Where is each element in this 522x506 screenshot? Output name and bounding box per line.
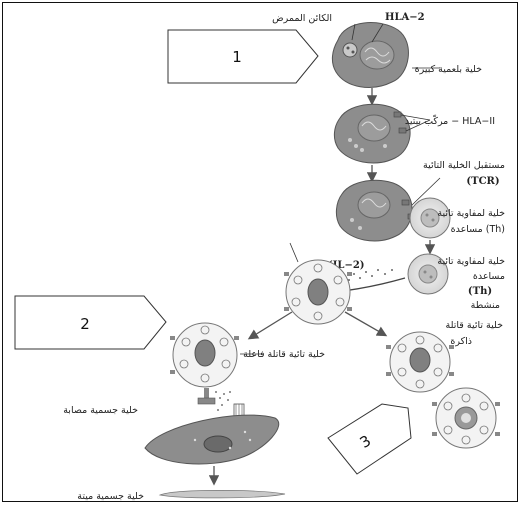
label-infected-cell: خلية جسمية مصابة xyxy=(63,405,138,416)
callout-2-number: 2 xyxy=(80,315,90,333)
active-killer-t-cell xyxy=(170,322,239,388)
label-memory-1: خلية تائية قاتلة xyxy=(446,320,504,331)
macrophage-presenting xyxy=(333,103,411,164)
label-th-act-1: خلية لمفاوية تائية xyxy=(437,256,505,267)
label-receptor-1: مستقبل الخلية التائية xyxy=(423,160,505,171)
label-dead-cell: خلية جسمية ميتة xyxy=(77,491,144,502)
label-th-2: مساعدة (Th) xyxy=(451,224,505,235)
memory-killer-t-cell-2 xyxy=(432,387,500,449)
label-macrophage: خلية بلعمية كبيرة xyxy=(415,64,482,75)
label-il2: (IL−2) xyxy=(328,260,365,271)
label-pathogen: الكائن الممرض xyxy=(272,13,332,24)
label-th-act-3: (Th) xyxy=(468,286,492,297)
arrow-to-active xyxy=(247,311,293,340)
diagram-frame xyxy=(2,2,518,502)
callout-3: 3 xyxy=(327,403,412,475)
callout-2: 2 xyxy=(14,295,167,350)
label-th-1: خلية لمفاوية تائية xyxy=(437,208,505,219)
label-th-act-4: منشطة xyxy=(471,300,500,311)
label-killer-active: خلية تائية قاتلة فاعلة xyxy=(243,349,325,360)
pathogen-icon xyxy=(342,42,358,58)
macrophage xyxy=(331,22,409,88)
label-complex: مركّب ببتيد − HLA−II xyxy=(405,113,495,127)
helper-t-cell xyxy=(409,197,451,239)
label-receptor-2: (TCR) xyxy=(466,176,499,187)
callout-1: 1 xyxy=(167,29,319,84)
memory-killer-t-cell-1 xyxy=(386,331,454,393)
callout-1-number: 1 xyxy=(232,48,242,66)
infected-somatic-cell xyxy=(144,414,280,465)
dead-somatic-cell xyxy=(158,490,286,499)
macrophage-binding xyxy=(335,179,413,242)
label-memory-2: ذاكرة xyxy=(450,336,472,347)
activated-helper-t-cell xyxy=(407,253,449,295)
label-th-act-2: مساعدة xyxy=(473,271,505,282)
cytotoxic-t-cell xyxy=(284,259,352,325)
arrow-to-memory xyxy=(344,311,388,337)
label-hla2: HLA−2 xyxy=(385,12,425,23)
